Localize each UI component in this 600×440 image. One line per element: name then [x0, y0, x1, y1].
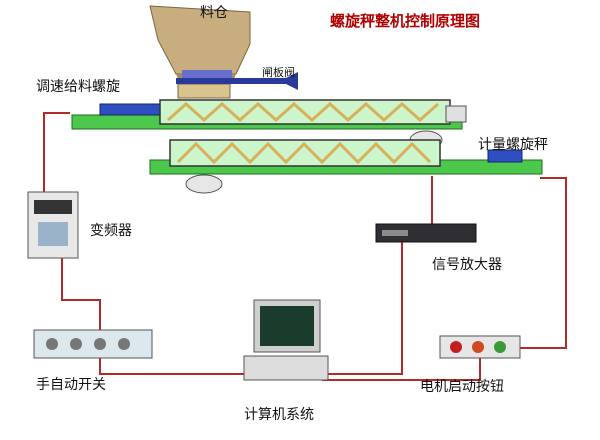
inverter-label: 变频器: [90, 223, 132, 239]
wire-button-to-scale: [520, 177, 567, 349]
switch-box: [33, 329, 153, 359]
wire-inverter-to-switch: [61, 258, 101, 330]
wire-computer-to-amplifier: [322, 242, 403, 375]
gate-valve-label: 闸板阀: [262, 66, 295, 79]
motor-button-label: 电机启动按钮: [420, 379, 504, 395]
feed-screw: [71, 99, 467, 150]
wire-computer-to-button: [322, 356, 481, 381]
wire-switch-to-computer: [99, 358, 246, 375]
computer: [243, 299, 329, 381]
inverter: [27, 191, 79, 259]
feed-screw-label: 调速给料螺旋: [36, 79, 120, 95]
computer-label: 计算机系统: [244, 407, 314, 423]
weigh-screw-label: 计量螺旋秤: [478, 137, 548, 153]
amplifier: [375, 223, 477, 243]
diagram-title: 螺旋秤整机控制原理图: [330, 12, 481, 30]
weigh-screw: [149, 139, 543, 194]
hopper-label: 料仓: [200, 5, 228, 21]
motor-button-box: [439, 335, 521, 359]
switch-box-label: 手自动开关: [36, 377, 106, 393]
wire-feed-to-inverter: [43, 112, 70, 192]
wiring: [43, 112, 567, 381]
gate-valve: [176, 70, 298, 90]
amplifier-label: 信号放大器: [432, 257, 502, 273]
